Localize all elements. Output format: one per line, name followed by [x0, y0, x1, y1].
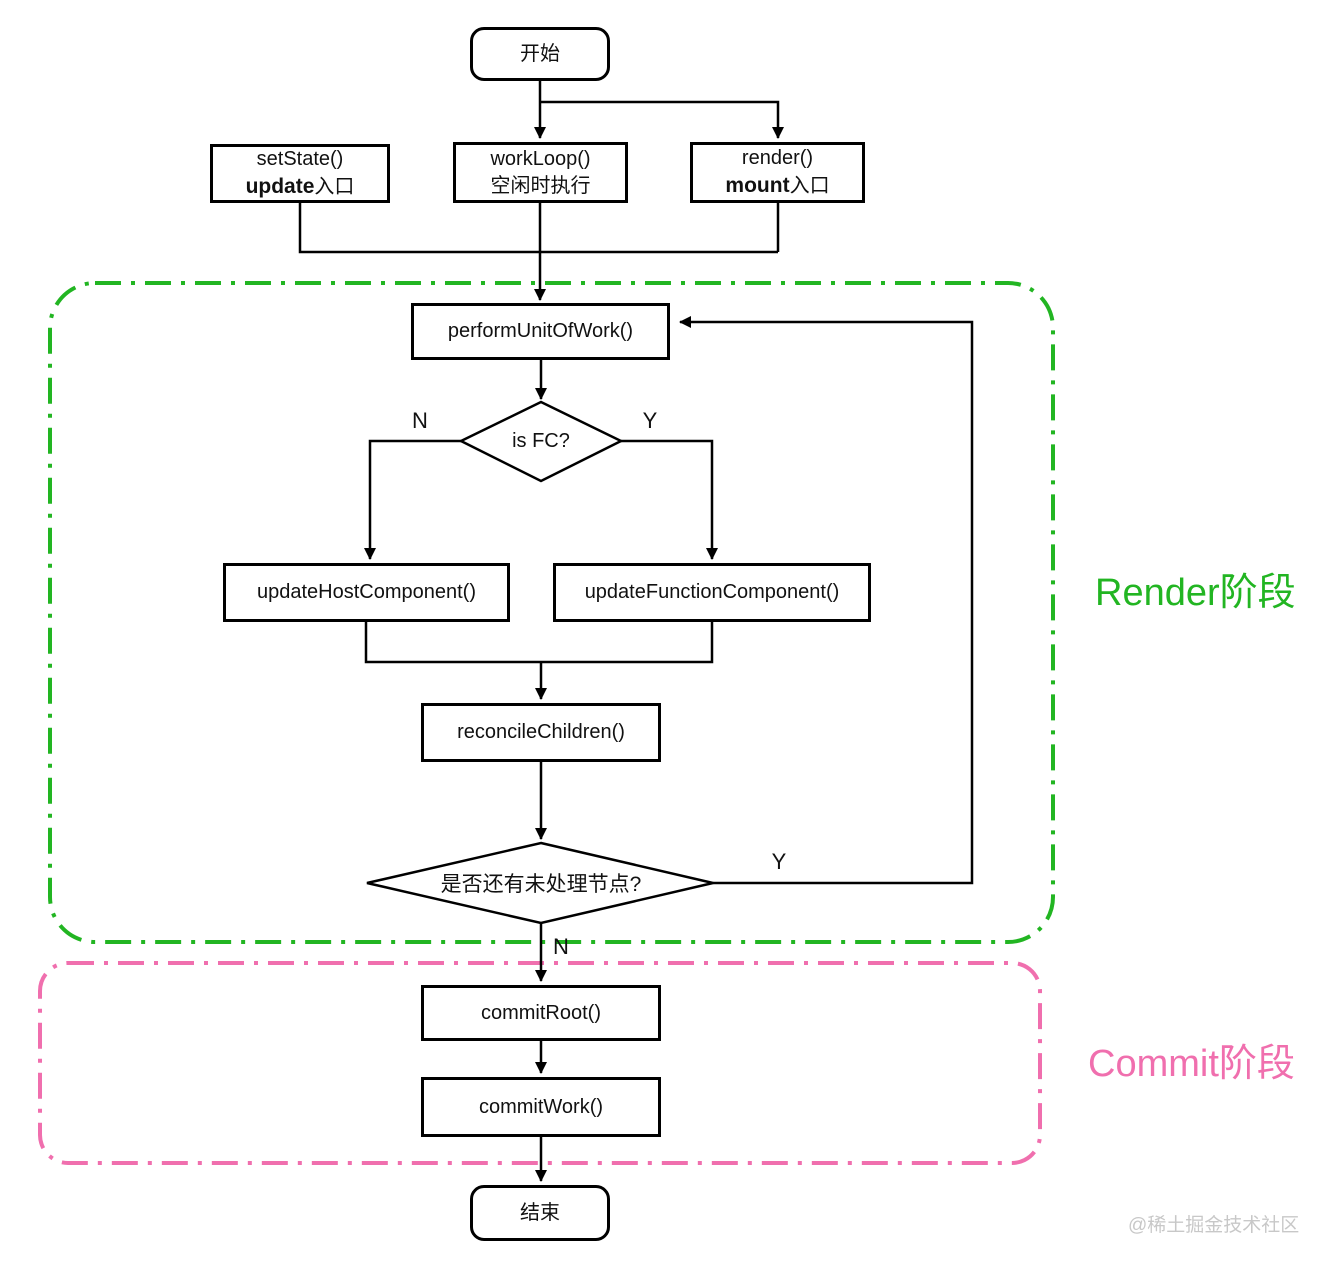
node-start: 开始: [470, 27, 610, 81]
commit-phase-label: Commit阶段: [1088, 1043, 1295, 1085]
decision-has-unprocessed-shape: [366, 841, 714, 925]
node-reconcile-children: reconcileChildren(): [421, 703, 661, 762]
decision-is-fc-shape: [458, 400, 624, 483]
node-workloop: workLoop() 空闲时执行: [453, 142, 628, 203]
branch-is-fc-n: N: [412, 408, 428, 433]
node-commit-work-label: commitWork(): [478, 1095, 604, 1118]
decision-has-unprocessed-label: 是否还有未处理节点?: [440, 873, 642, 896]
branch-has-unprocessed-n: N: [553, 934, 569, 959]
node-perform-unit-of-work-label: performUnitOfWork(): [447, 320, 634, 342]
node-commit-root-label: commitRoot(): [480, 1001, 601, 1024]
node-workloop-line2: 空闲时执行: [490, 174, 591, 197]
node-update-function-component-label: updateFunctionComponent(): [584, 581, 840, 603]
node-update-function-component: updateFunctionComponent(): [553, 563, 871, 622]
node-setstate-line1: setState(): [256, 148, 344, 170]
node-update-host-component: updateHostComponent(): [223, 563, 510, 622]
edge-updatefunction-merge: [541, 622, 714, 664]
node-start-label: 开始: [520, 42, 560, 65]
node-render-rest: 入口: [789, 175, 830, 197]
node-commit-root: commitRoot(): [421, 985, 661, 1041]
node-workloop-line1: workLoop(): [490, 147, 591, 170]
edge-start-to-render: [540, 100, 784, 139]
node-render-bold: mount: [725, 174, 790, 197]
node-setstate-bold: update: [245, 175, 315, 198]
render-phase-label: Render阶段: [1095, 572, 1296, 614]
decision-is-fc-label: is FC?: [512, 430, 570, 452]
edge-isfc-y-to-updatefunction: [621, 439, 718, 560]
branch-has-unprocessed-y: Y: [771, 849, 787, 874]
edge-decision-y-loopback: [679, 316, 974, 885]
node-update-host-component-label: updateHostComponent(): [256, 581, 476, 603]
branch-is-fc-y: Y: [642, 408, 658, 433]
node-setstate: setState() update入口: [210, 144, 390, 203]
node-perform-unit-of-work: performUnitOfWork(): [411, 303, 670, 360]
edge-setstate-merge: [298, 203, 778, 254]
node-render-line2: mount入口: [725, 172, 829, 200]
node-end: 结束: [470, 1185, 610, 1241]
node-end-label: 结束: [520, 1201, 560, 1224]
node-reconcile-children-label: reconcileChildren(): [457, 721, 625, 743]
node-setstate-line2: update入口: [246, 173, 355, 201]
node-setstate-rest: 入口: [314, 176, 355, 198]
render-phase-region: [48, 281, 1055, 944]
edge-isfc-n-to-updatehost: [364, 439, 461, 560]
node-render-line1: render(): [741, 147, 814, 169]
node-render: render() mount入口: [690, 142, 865, 203]
watermark: @稀土掘金技术社区: [1128, 1215, 1300, 1236]
node-commit-work: commitWork(): [421, 1077, 661, 1137]
edge-updatehost-merge: [364, 622, 541, 664]
